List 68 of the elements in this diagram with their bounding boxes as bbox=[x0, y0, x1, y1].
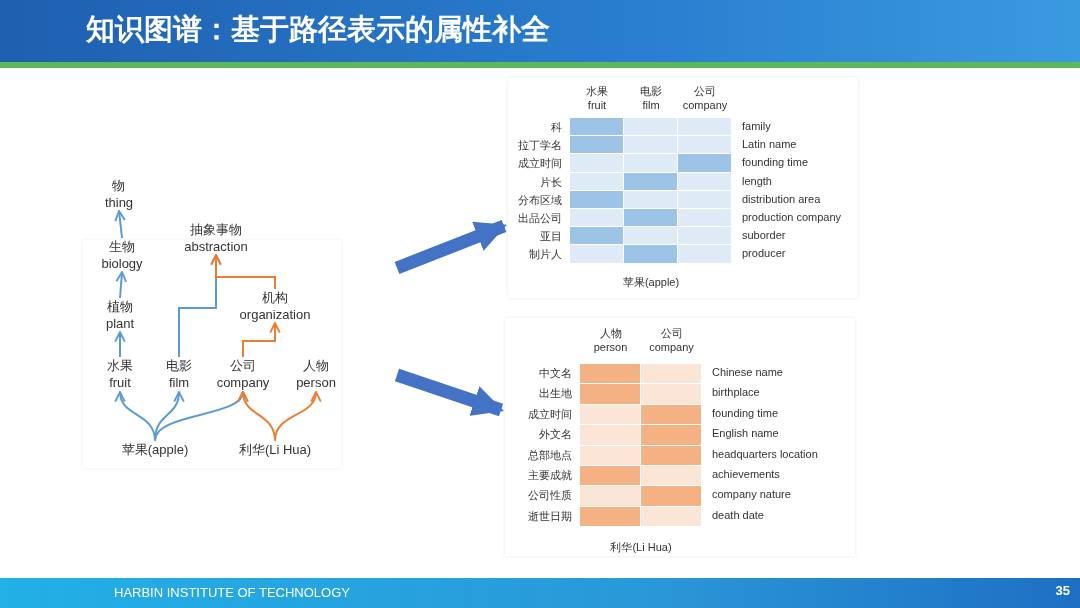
concept-label: 抽象事物 abstraction bbox=[184, 221, 248, 255]
row-label: Chinese name bbox=[712, 366, 783, 378]
concept-label: 水果 fruit bbox=[107, 357, 133, 391]
row-label: 中文名 bbox=[539, 366, 572, 381]
row-label: 分布区域 bbox=[518, 192, 562, 208]
row-label: 拉丁学名 bbox=[518, 138, 562, 154]
column-header: company bbox=[649, 341, 694, 353]
column-header: 水果 bbox=[586, 84, 608, 99]
arrow bbox=[394, 219, 507, 275]
row-label: suborder bbox=[742, 229, 786, 242]
arrow bbox=[394, 368, 504, 417]
row-label: company nature bbox=[712, 488, 791, 501]
concept-label: 苹果(apple) bbox=[121, 440, 189, 458]
concept-label: 物 thing bbox=[104, 177, 134, 211]
row-label: founding time bbox=[712, 406, 779, 419]
row-label: achievements bbox=[712, 468, 780, 480]
table-caption: 利华(Li Hua) bbox=[610, 540, 672, 555]
footer-text: HARBIN INSTITUTE OF TECHNOLOGY bbox=[114, 585, 350, 600]
row-label: headquarters location bbox=[712, 447, 818, 460]
column-header: 电影 bbox=[640, 84, 662, 99]
row-label: distribution area bbox=[742, 192, 821, 205]
row-label: 出生地 bbox=[539, 386, 572, 402]
row-label: 逝世日期 bbox=[528, 508, 572, 524]
arrow bbox=[242, 322, 281, 358]
concept-label: 人物 person bbox=[296, 357, 336, 391]
column-header: company bbox=[682, 99, 728, 111]
row-label: 科 bbox=[551, 120, 562, 135]
concept-label: 公司 company bbox=[216, 357, 270, 391]
row-label: founding time bbox=[742, 156, 809, 169]
table-caption: 苹果(apple) bbox=[622, 275, 680, 290]
row-label: 外文名 bbox=[539, 427, 572, 443]
row-label: 公司性质 bbox=[528, 488, 572, 504]
heatmap-panel bbox=[508, 78, 858, 298]
column-header: 公司 bbox=[694, 84, 716, 99]
column-header: fruit bbox=[587, 99, 607, 111]
concept-label: 机构 organization bbox=[239, 289, 311, 323]
row-label: 成立时间 bbox=[518, 156, 562, 172]
row-label: 总部地点 bbox=[528, 447, 572, 463]
row-label: 片长 bbox=[540, 174, 562, 190]
row-label: death date bbox=[712, 508, 764, 521]
column-header: film bbox=[642, 99, 660, 111]
concept-label: 植物 plant bbox=[105, 298, 135, 332]
arrow bbox=[274, 391, 321, 442]
row-label: birthplace bbox=[712, 386, 760, 399]
column-header: 公司 bbox=[660, 326, 683, 341]
row-label: 成立时间 bbox=[528, 406, 572, 422]
row-label: producer bbox=[742, 247, 786, 260]
arrow bbox=[210, 254, 276, 290]
row-label: family bbox=[742, 120, 771, 132]
row-label: production company bbox=[742, 211, 842, 223]
heatmap-panel bbox=[505, 318, 855, 556]
concept-label: 生物 biology bbox=[101, 238, 143, 272]
row-label: 出品公司 bbox=[518, 211, 562, 226]
arrow bbox=[114, 210, 126, 239]
column-header: 人物 bbox=[599, 326, 622, 341]
concept-label: 电影 film bbox=[166, 357, 192, 391]
row-label: Latin name bbox=[742, 138, 797, 151]
arrow bbox=[114, 331, 126, 358]
column-header: person bbox=[593, 341, 628, 353]
row-label: length bbox=[742, 174, 772, 187]
row-label: 亚目 bbox=[540, 229, 562, 245]
row-label: 制片人 bbox=[529, 247, 562, 263]
row-label: English name bbox=[712, 427, 779, 440]
row-label: 主要成就 bbox=[528, 468, 572, 483]
arrow bbox=[115, 271, 127, 299]
page-number: 35 bbox=[1055, 583, 1070, 598]
concept-label: 利华(Li Hua) bbox=[238, 440, 312, 458]
title-text: 知识图谱：基于路径表示的属性补全 bbox=[86, 12, 550, 47]
